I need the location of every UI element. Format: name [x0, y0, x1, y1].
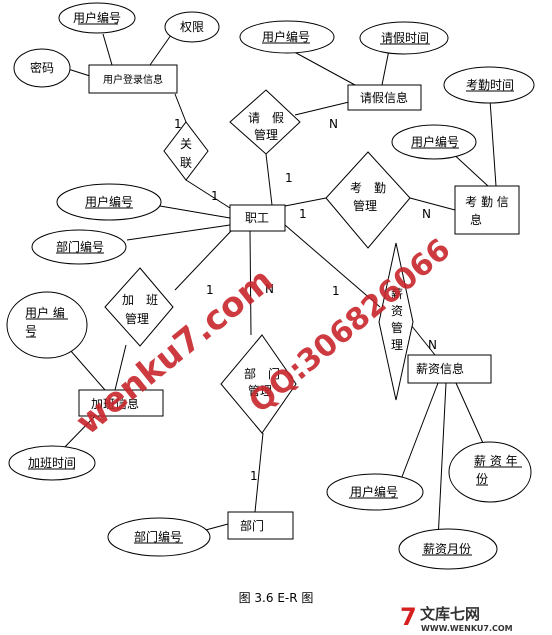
label-entity-attendance-line2: 息: [470, 212, 482, 227]
label-overtime-mgmt-1: 加 班: [122, 293, 158, 307]
brand-footer: 7 文库七网 WWW.WENKU7.COM: [400, 603, 513, 633]
attr-leave-user-id: [239, 20, 335, 54]
attr-login-user-id: [58, 2, 136, 34]
brand-url: WWW.WENKU7.COM: [421, 624, 513, 633]
label-leave-user-id: 用户编号: [262, 29, 310, 44]
card-emp-salary: 1: [332, 284, 340, 298]
label-attend-mgmt-2: 管理: [353, 198, 377, 213]
rel-salary-mgmt: [378, 242, 414, 401]
label-entity-salary: 薪资信息: [416, 361, 464, 376]
entity-salary: [407, 354, 492, 384]
label-leave-time: 请假时间: [381, 31, 429, 45]
label-entity-overtime: 加班信息: [91, 396, 139, 411]
label-entity-login: 用户登录信息: [103, 73, 163, 86]
attr-attend-time: [443, 66, 535, 104]
label-overtime-mgmt-2: 管理: [125, 311, 149, 326]
attr-dept-id: [107, 517, 211, 557]
card-salary-n: N: [428, 338, 437, 352]
card-dept-n: N: [265, 282, 274, 296]
label-entity-employee: 职工: [245, 211, 269, 225]
label-ot-user-id-line1: 用户 编: [25, 305, 65, 320]
label-sal-month: 薪资月份: [423, 542, 471, 556]
label-attend-mgmt-1: 考 勤: [350, 181, 386, 195]
label-leave-mgmt-1: 请 假: [248, 111, 284, 125]
label-salary-mgmt-3: 管: [391, 320, 403, 335]
label-salary-mgmt-2: 资: [391, 304, 403, 318]
attribute-labels: 用户编号 权限 密码 用户编号 请假时间 考勤时间 用户编号 用户编号 部门编号…: [25, 10, 518, 556]
label-dept-id: 部门编号: [134, 529, 182, 544]
relationship-labels: 关 联 请 假 管理 考 勤 管理 加 班 管理 部 门 管理 薪 资 管 理: [122, 111, 403, 398]
label-attend-time: 考勤时间: [466, 78, 514, 92]
card-emp-link: 1: [211, 189, 219, 203]
entity-labels: 用户登录信息 请假信息 考 勤 信 息 职工 加班信息 薪资信息 部门: [91, 73, 509, 533]
card-emp-overtime: 1: [206, 283, 214, 297]
relationship-diamonds: [104, 89, 414, 434]
rel-link: [163, 121, 209, 181]
label-login-password: 密码: [30, 60, 54, 75]
entity-employee: [229, 204, 286, 232]
attr-login-password: [13, 48, 71, 88]
rel-dept-mgmt: [220, 334, 297, 434]
attr-emp-user-id: [56, 183, 162, 221]
card-attend-n: N: [422, 207, 431, 221]
card-emp-leave: 1: [285, 171, 293, 185]
label-entity-leave: 请假信息: [360, 90, 408, 105]
card-login-link: 1: [174, 117, 182, 131]
attr-leave-time: [359, 21, 449, 55]
label-dept-mgmt-2: 管理: [248, 383, 272, 398]
label-entity-attendance-line1: 考 勤 信: [465, 195, 509, 209]
rel-leave-mgmt: [229, 89, 301, 155]
card-leave-n: N: [329, 117, 338, 131]
label-sal-year-line2: 份: [476, 472, 488, 486]
entity-attendance: [454, 185, 520, 235]
brand-name: 文库七网: [420, 605, 480, 623]
attribute-underlines: [26, 23, 522, 556]
entity-department: [227, 511, 294, 540]
label-emp-dept-id: 部门编号: [56, 239, 104, 254]
label-emp-user-id: 用户编号: [85, 194, 133, 209]
entity-overtime: [78, 389, 164, 417]
watermark-qq: QQ:306826066: [243, 232, 458, 420]
label-ot-user-id-line2: 号: [25, 324, 37, 338]
label-salary-mgmt-4: 理: [391, 338, 403, 352]
label-rel-link-1: 关: [180, 137, 192, 151]
attr-attend-user-id: [391, 124, 477, 160]
label-salary-mgmt-1: 薪: [391, 287, 403, 301]
label-login-permission: 权限: [180, 20, 204, 34]
rel-overtime-mgmt: [104, 267, 174, 347]
attr-ot-time: [8, 445, 96, 481]
attribute-ellipses: [6, 2, 535, 570]
attr-ot-user-id: [6, 291, 88, 359]
label-attend-user-id: 用户编号: [411, 134, 459, 149]
attr-sal-user-id: [326, 473, 424, 511]
attr-emp-dept-id: [31, 229, 127, 265]
label-sal-year-line1: 薪 资 年: [474, 454, 518, 468]
label-dept-mgmt-1: 部 门: [244, 366, 280, 381]
label-leave-mgmt-2: 管理: [254, 127, 278, 142]
label-login-user-id: 用户编号: [73, 10, 121, 25]
entity-login: [88, 64, 178, 94]
rel-attend-mgmt: [325, 151, 411, 249]
card-dept-1: 1: [250, 469, 258, 483]
label-rel-link-2: 联: [180, 156, 192, 170]
attr-sal-year: [448, 441, 532, 503]
label-entity-department: 部门: [240, 518, 264, 533]
label-ot-time: 加班时间: [28, 456, 76, 470]
label-sal-user-id: 用户编号: [350, 484, 398, 499]
card-emp-attend: 1: [299, 207, 307, 221]
figure-caption: 图 3.6 E-R 图: [239, 591, 314, 605]
entity-leave: [347, 84, 422, 111]
attr-login-permission: [164, 11, 220, 43]
brand-logo-icon: 7: [400, 603, 417, 631]
attr-sal-month: [398, 528, 498, 570]
cardinality-labels: 1 1 N 1 1 N 1 N 1 N 1: [174, 117, 437, 483]
entity-boxes: [78, 64, 520, 540]
